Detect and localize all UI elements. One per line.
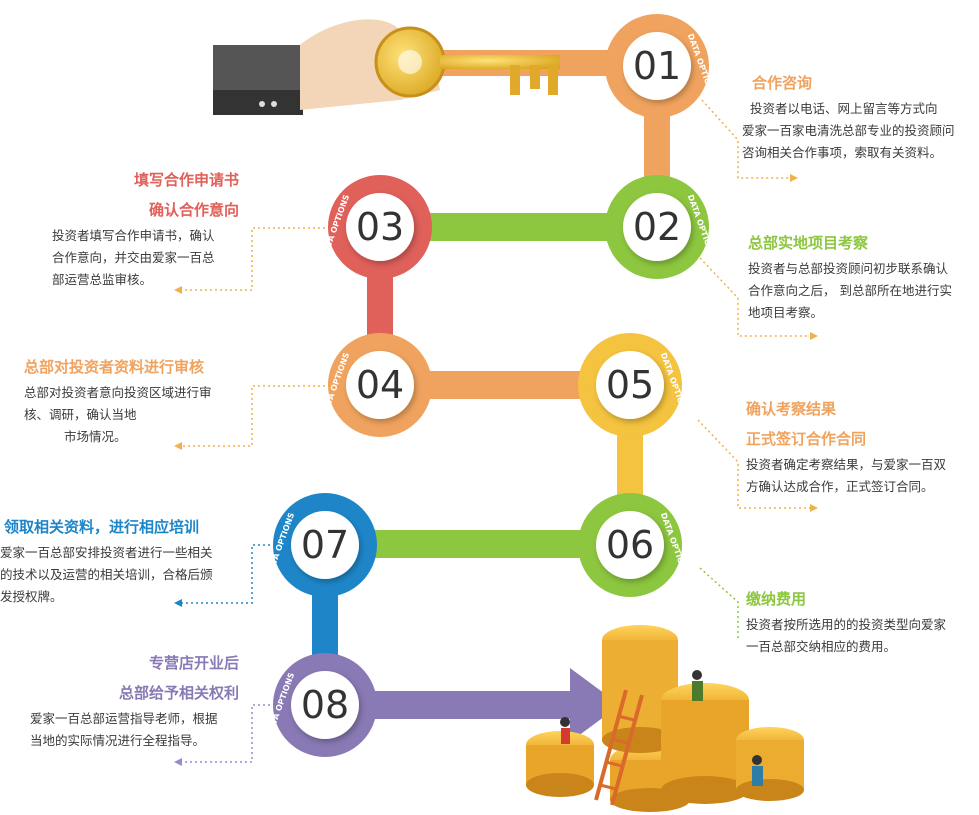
step-05-text: 确认考察结果 正式签订合作合同 投资者确定考察结果，与爱家一百双 方确认达成合作… [746, 394, 976, 498]
badge-center [291, 511, 359, 579]
badge-number: 05 [606, 363, 654, 407]
step-07-desc-line: 爱家一百总部安排投资者进行一些相关 [0, 545, 213, 560]
step-05-desc-line: 方确认达成合作，正式签订合同。 [746, 479, 934, 494]
step-05-title: 正式签订合作合同 [746, 430, 867, 448]
step-01-desc-line: 咨询相关合作事项，索取有关资料。 [742, 145, 943, 160]
step-07-desc-line: 发授权牌。 [0, 589, 63, 604]
step-03-desc-line: 投资者填写合作申请书，确认 [52, 228, 215, 243]
step-03-title: 填写合作申请书 [133, 171, 239, 189]
step-04-text: 总部对投资者资料进行审核 总部对投资者意向投资区域进行审 核、调研，确认当地 市… [24, 352, 249, 448]
leader-06 [699, 567, 739, 640]
badge-center [596, 351, 664, 419]
step-02-desc-line: 地项目考察。 [748, 305, 824, 320]
step-02-text: 总部实地项目考察 投资者与总部投资顾问初步联系确认 合作意向之后， 到总部所在地… [748, 228, 978, 324]
step-06-desc-line: 一百总部交纳相应的费用。 [746, 639, 897, 654]
coins-illustration [526, 625, 804, 812]
leader-07 [182, 544, 275, 604]
step-07-text: 领取相关资料，进行相应培训 爱家一百总部安排投资者进行一些相关 的技术以及运营的… [0, 512, 250, 608]
step-04-title: 总部对投资者资料进行审核 [24, 358, 205, 376]
step-08-desc-line: 当地的实际情况进行全程指导。 [30, 733, 206, 748]
step-04-desc-line: 市场情况。 [64, 429, 127, 444]
step-04-desc-line: 核、调研，确认当地 [24, 407, 137, 422]
badge-center [346, 351, 414, 419]
step-02-desc-line: 投资者与总部投资顾问初步联系确认 [748, 261, 949, 276]
step-01-text: 合作咨询 投资者以电话、网上留言等方式向 爱家一百家电清洗总部专业的投资顾问 咨… [742, 68, 972, 164]
leader-05 [697, 419, 810, 509]
badge-number: 02 [633, 205, 681, 249]
step-02-title: 总部实地项目考察 [748, 234, 869, 252]
step-03-desc-line: 合作意向，并交由爱家一百总 [52, 250, 215, 265]
step-03-title: 确认合作意向 [148, 201, 239, 219]
key-shaft [440, 55, 560, 69]
arrow-head [570, 668, 620, 742]
step-04-desc-line: 总部对投资者意向投资区域进行审 [24, 385, 212, 400]
badge-center [623, 193, 691, 261]
step-06-title: 缴纳费用 [746, 590, 807, 608]
step-03-text: 填写合作申请书 确认合作意向 投资者填写合作申请书，确认 合作意向，并交由爱家一… [52, 165, 247, 291]
step-06-desc-line: 投资者按所选用的的投资类型向爱家 [746, 617, 947, 632]
step-01-title: 合作咨询 [752, 74, 813, 92]
step-08-text: 专营店开业后 总部给予相关权利 爱家一百总部运营指导老师，根据 当地的实际情况进… [30, 648, 245, 752]
step-05-title: 确认考察结果 [746, 400, 837, 418]
badge-center [346, 193, 414, 261]
step-08-title: 专营店开业后 [148, 654, 239, 672]
step-07-desc-line: 的技术以及运营的相关培训，合格后颁 [0, 567, 213, 582]
badge-number: 08 [301, 683, 349, 727]
badge-number: 04 [356, 363, 404, 407]
step-01-desc-line: 投资者以电话、网上留言等方式向 [750, 101, 938, 116]
step-08-desc-line: 爱家一百总部运营指导老师，根据 [30, 711, 218, 726]
badge-number: 01 [633, 44, 681, 88]
badge-center [623, 32, 691, 100]
step-01-desc-line: 爱家一百家电清洗总部专业的投资顾问 [742, 123, 955, 138]
step-08-title: 总部给予相关权利 [118, 684, 239, 702]
badge-center [596, 511, 664, 579]
badge-number: 06 [606, 523, 654, 567]
step-07-title: 领取相关资料，进行相应培训 [4, 518, 200, 536]
key-illustration [213, 19, 560, 115]
leader-08 [182, 704, 275, 763]
badge-number: 03 [356, 205, 404, 249]
leader-01 [701, 99, 790, 179]
badge-center [291, 671, 359, 739]
step-02-desc-line: 合作意向之后， 到总部所在地进行实 [748, 283, 952, 298]
step-06-text: 缴纳费用 投资者按所选用的的投资类型向爱家 一百总部交纳相应的费用。 [746, 584, 976, 658]
step-03-desc-line: 部运营总监审核。 [52, 272, 153, 287]
leader-03 [182, 227, 330, 291]
step-05-desc-line: 投资者确定考察结果，与爱家一百双 [746, 457, 947, 472]
leader-lines [174, 99, 818, 766]
badge-number: 07 [301, 523, 349, 567]
